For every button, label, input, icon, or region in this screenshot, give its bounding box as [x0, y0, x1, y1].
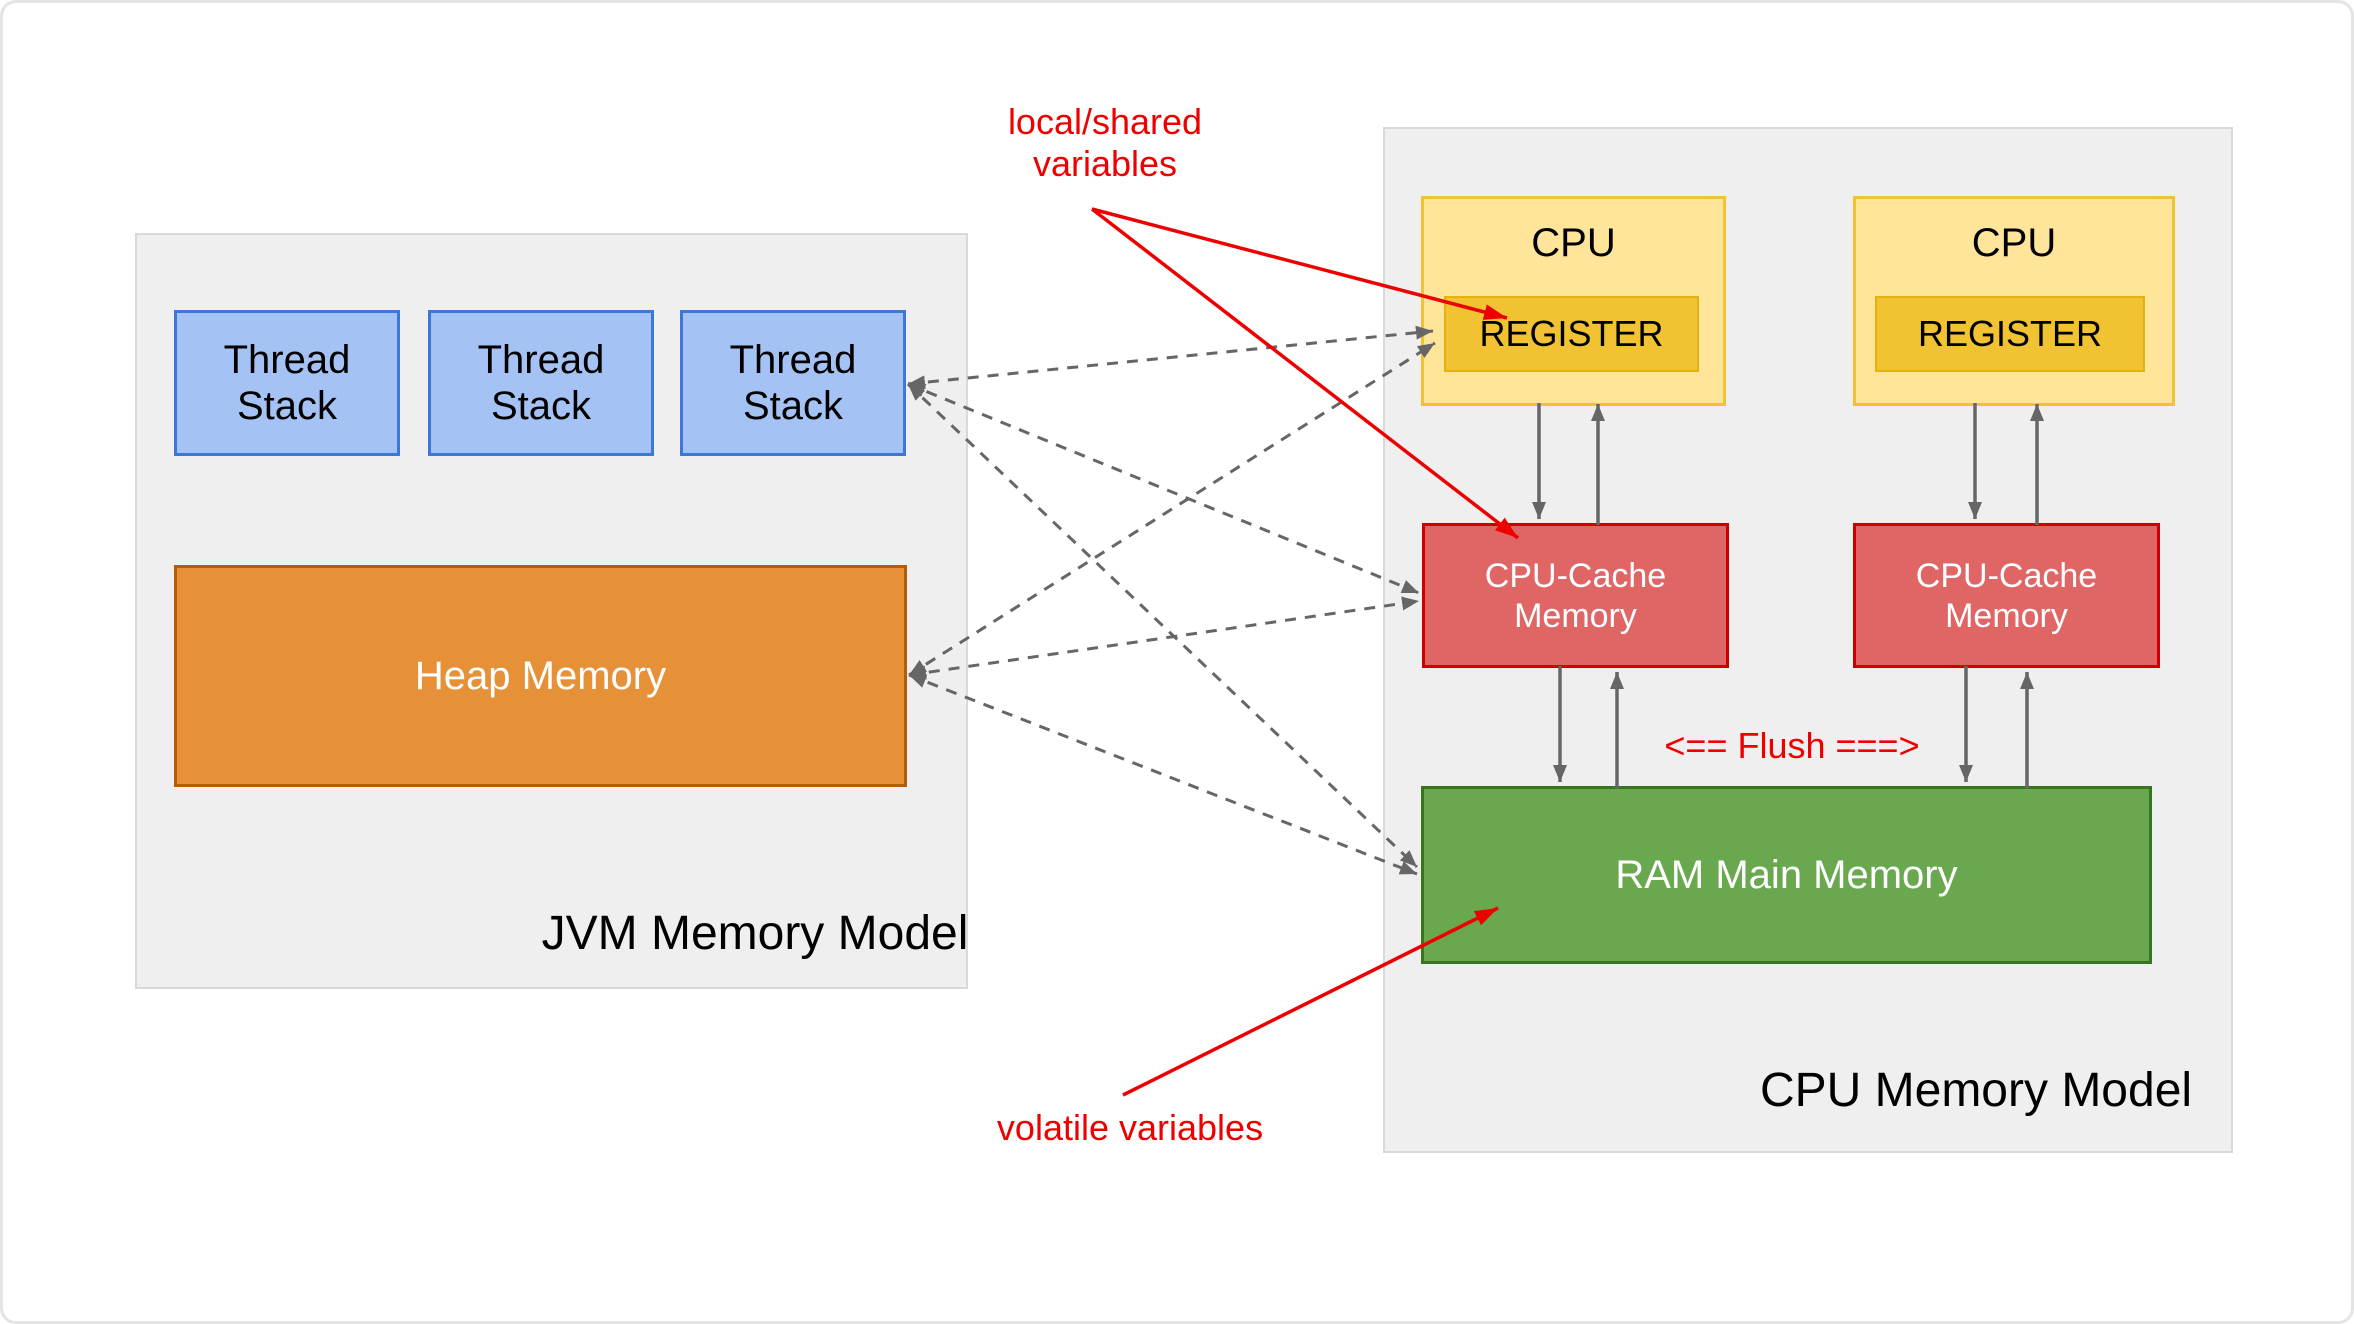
dashed-arrows	[906, 325, 1436, 876]
thread-stack-label-line2: Stack	[742, 384, 844, 428]
cpu-panel-title: CPU Memory Model	[1759, 1064, 2193, 1117]
volatile-variables-annotation: volatile variables	[996, 1107, 1264, 1148]
cpu-box-1: CPU REGISTER	[1421, 196, 1726, 406]
thread-stack-label-line2: Stack	[236, 384, 338, 428]
register-box-2: REGISTER	[1875, 296, 2145, 372]
thread-stack-box-1: Thread Stack	[174, 310, 400, 456]
cpu-box-2: CPU REGISTER	[1853, 196, 2175, 406]
dashed-arrow-heap-register	[908, 341, 1436, 677]
local-shared-line1: local/shared	[1007, 101, 1203, 142]
cache-label-line2: Memory	[1514, 596, 1637, 635]
thread-stack-label-line1: Thread	[223, 338, 351, 382]
dashed-arrow-ts3-register	[907, 325, 1434, 390]
cpu-label: CPU	[1531, 221, 1616, 265]
thread-stack-label-line2: Stack	[490, 384, 592, 428]
heap-memory-box: Heap Memory	[174, 565, 907, 787]
thread-stack-box-2: Thread Stack	[428, 310, 654, 456]
flush-annotation: <== Flush ===>	[1664, 725, 1920, 766]
heap-memory-label: Heap Memory	[414, 653, 667, 698]
dashed-arrow-ts3-cache	[907, 382, 1420, 595]
cache-label-line1: CPU-Cache	[1915, 556, 2098, 595]
thread-stack-box-3: Thread Stack	[680, 310, 906, 456]
register-label: REGISTER	[1479, 313, 1664, 354]
dashed-arrow-heap-cache	[908, 596, 1420, 680]
cpu-cache-box-2: CPU-Cache Memory	[1853, 523, 2160, 668]
dashed-arrow-heap-ram	[908, 673, 1418, 876]
cache-label-line1: CPU-Cache	[1484, 556, 1667, 595]
register-box-1: REGISTER	[1444, 296, 1699, 372]
local-shared-line2: variables	[1032, 143, 1178, 184]
cpu-cache-box-1: CPU-Cache Memory	[1422, 523, 1729, 668]
register-label: REGISTER	[1917, 313, 2103, 354]
local-shared-variables-annotation: local/shared variables	[1008, 101, 1202, 185]
ram-label: RAM Main Memory	[1615, 852, 1958, 897]
thread-stack-label-line1: Thread	[729, 338, 857, 382]
cpu-label: CPU	[1971, 221, 2057, 265]
jvm-panel-title: JVM Memory Model	[541, 907, 969, 960]
cache-label-line2: Memory	[1945, 596, 2068, 635]
thread-stack-label-line1: Thread	[477, 338, 605, 382]
dashed-arrow-ts3-ram	[906, 382, 1419, 869]
ram-main-memory-box: RAM Main Memory	[1421, 786, 2152, 964]
